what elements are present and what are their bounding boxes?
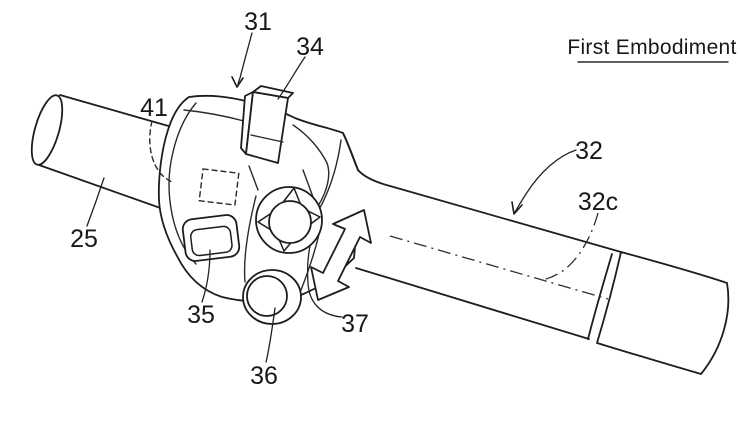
ref-label-32c: 32c — [578, 188, 618, 216]
ref-label-36: 36 — [250, 362, 278, 390]
leader-lines — [86, 32, 599, 363]
hidden-part-leader-41 — [149, 120, 173, 183]
slide-direction-arrow — [310, 209, 372, 301]
round-button — [242, 269, 302, 325]
leader-32c — [542, 212, 599, 281]
ref-label-41: 41 — [140, 94, 168, 122]
hidden-part-square — [198, 168, 240, 206]
handlebar-tube-right — [342, 132, 730, 375]
rocker-switch — [240, 85, 294, 164]
leader-35 — [201, 249, 211, 303]
ref-label-25: 25 — [70, 225, 98, 253]
ref-label-34: 34 — [296, 33, 324, 61]
tube-top-edge — [342, 132, 622, 253]
figure-heading: First Embodiment — [567, 36, 736, 63]
ref-label-35: 35 — [187, 301, 215, 329]
leader-34 — [277, 56, 306, 100]
hidden-detail-dashed — [149, 120, 240, 206]
leader-32 — [514, 149, 577, 213]
tube-end-seam — [587, 253, 613, 340]
ref-label-37: 37 — [341, 310, 369, 338]
leader-37 — [306, 245, 343, 318]
grip-end-cap — [596, 251, 730, 375]
leader-25 — [86, 177, 105, 227]
tube-end-rim — [30, 94, 64, 166]
figure-heading-text: First Embodiment — [567, 36, 736, 59]
rect-button-cap — [189, 225, 233, 257]
rect-button — [181, 214, 241, 262]
ref-label-32: 32 — [575, 137, 603, 165]
leader-32-arrowhead — [511, 201, 523, 215]
round-button-cap — [246, 275, 288, 317]
rotary-dial-switch — [255, 186, 323, 254]
leader-31-arrowhead — [231, 76, 244, 88]
reference-labels: 31 34 41 25 35 36 37 32 32c — [70, 8, 618, 390]
leader-31 — [237, 32, 253, 85]
rocker-main-face — [245, 91, 289, 164]
leader-36 — [265, 307, 276, 363]
ref-label-31: 31 — [244, 8, 272, 36]
housing-top-chamfer-line — [183, 109, 245, 122]
tube-bottom-edge — [355, 267, 590, 340]
rocker-divider-line — [250, 134, 284, 143]
dial-center-knob — [268, 200, 312, 244]
center-axis-line — [389, 235, 609, 300]
handlebar-tube-left — [30, 94, 187, 211]
housing-left-cap-line — [168, 102, 197, 265]
